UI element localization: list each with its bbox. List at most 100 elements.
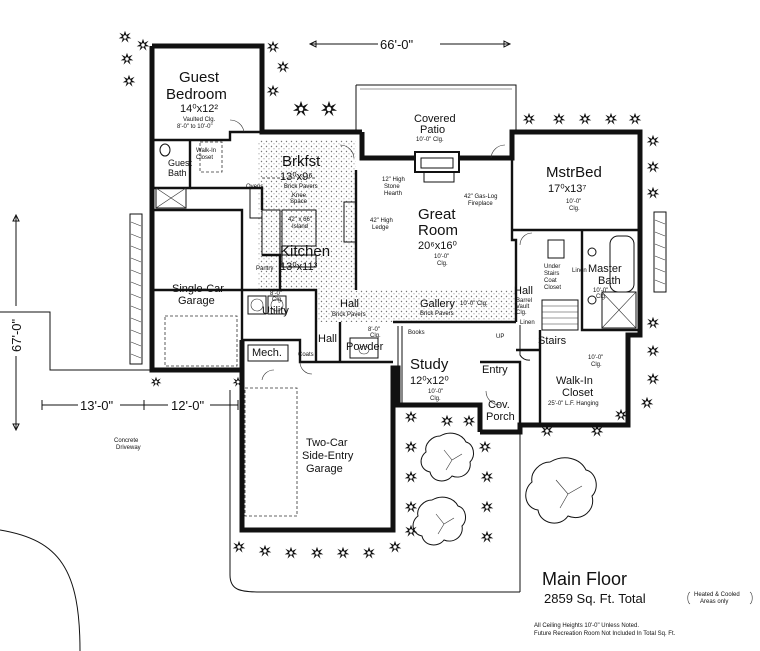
- mstr-bed-size: 17⁰x13⁷: [548, 183, 586, 195]
- entry-label: Entry: [482, 364, 508, 376]
- utility-note-2: Clg.: [272, 297, 283, 303]
- footer-sqft: 2859 Sq. Ft. Total: [544, 591, 646, 606]
- walkin-closet-name-2: Closet: [562, 387, 593, 399]
- room-labels: Guest Bedroom 14⁰x12² Vaulted Clg. 8'-0"…: [114, 69, 622, 475]
- hall-1-note: Brick Pavers: [332, 312, 366, 318]
- pantry-label: Pantry: [256, 266, 273, 272]
- single-garage-name: Single-Car: [172, 283, 224, 295]
- dim-left-a: 13'-0": [80, 398, 114, 413]
- coats-label: Coats: [298, 352, 314, 358]
- linen-label: Linen: [572, 268, 587, 274]
- cov-porch-name-2: Porch: [486, 411, 515, 423]
- island-line-2: Island: [292, 224, 308, 230]
- great-room-size: 20⁶x16⁰: [418, 240, 457, 252]
- great-room-name: Great: [418, 206, 456, 223]
- kitchen-size: 13⁰x11³: [280, 261, 318, 273]
- linen-label-2: Linen: [520, 320, 535, 326]
- footer-heated-2: Areas only: [700, 599, 728, 605]
- books-label: Books: [408, 330, 425, 336]
- utility-note: 8'-0": [270, 291, 282, 297]
- guest-bedroom-size: 14⁰x12²: [180, 103, 218, 115]
- brkfst-name: Brkfst: [282, 153, 321, 170]
- kitchen-fixtures: [249, 177, 357, 268]
- great-room-note-2: Clg.: [437, 261, 448, 267]
- dim-left-b: 12'-0": [171, 398, 205, 413]
- covered-patio-outline: [355, 84, 517, 132]
- master-bath-name: Master: [588, 263, 622, 275]
- kitchen-name: Kitchen: [280, 243, 330, 260]
- footer-title: Main Floor: [542, 569, 627, 589]
- hall-3-label: Hall: [318, 333, 337, 345]
- powder-note: 8'-0": [368, 327, 380, 333]
- hall-2-note-3: Clg.: [516, 310, 527, 316]
- great-room-note: 10'-0": [434, 254, 449, 260]
- walkin-clg: 10'-0": [588, 355, 603, 361]
- driveway-name: Concrete: [114, 438, 139, 444]
- study-size: 12⁰x12⁰: [410, 375, 449, 387]
- tree: [420, 432, 474, 482]
- guest-bedroom-note-2: 8'-0" to 10'-0": [177, 124, 213, 130]
- footer-heated: Heated & Cooled: [694, 592, 740, 598]
- study-shelves: [397, 326, 403, 404]
- hearth-line-1: 12" High: [382, 177, 405, 183]
- under-stairs-4: Closet: [544, 285, 561, 291]
- tree: [412, 496, 466, 546]
- two-car-name: Two-Car: [306, 437, 348, 449]
- walkin-closet-note: 25'-0" L.F. Hanging: [548, 401, 599, 407]
- powder-note-2: Clg.: [370, 333, 381, 339]
- cov-porch-name: Cov.: [488, 399, 510, 411]
- single-garage-name-2: Garage: [178, 295, 215, 307]
- driveway-name-2: Driveway: [116, 445, 141, 451]
- island-line-1: 42" x 66": [288, 217, 312, 223]
- guest-bedroom-name-2: Bedroom: [166, 86, 227, 103]
- two-car-name-3: Garage: [306, 463, 343, 475]
- guest-bedroom-note: Vaulted Clg.: [183, 117, 216, 123]
- two-car-name-2: Side-Entry: [302, 450, 354, 462]
- under-stairs-3: Coat: [544, 278, 557, 284]
- mech-label: Mech.: [252, 347, 282, 359]
- utility-name: Utility: [262, 305, 289, 317]
- master-bath-name-2: Bath: [598, 275, 621, 287]
- walkin-closet-name: Walk-In: [556, 375, 593, 387]
- fireplace-line-1: 42" Gas-Log: [464, 194, 497, 200]
- gallery-note-2: Brick Pavers: [420, 311, 454, 317]
- brkfst-size: 13⁰x9⁶: [280, 171, 313, 183]
- fireplace: [414, 151, 460, 183]
- guest-bedroom-name: Guest: [179, 69, 220, 86]
- great-room-name-2: Room: [418, 222, 458, 239]
- stairs-label: Stairs: [538, 335, 567, 347]
- mstr-bed-note-2: Clg.: [569, 206, 580, 212]
- up-label: UP: [496, 334, 504, 340]
- trees: [412, 432, 597, 546]
- hearth-line-2: Stone: [384, 184, 400, 190]
- footer-note-1: All Ceiling Heights 10'-0" Unless Noted.: [534, 623, 639, 629]
- study-note: 10'-0": [428, 389, 443, 395]
- stairs: [519, 299, 579, 361]
- powder-mech-fixtures: [247, 337, 379, 362]
- patio-note: 10'-0" Clg.: [416, 137, 444, 143]
- dimension-labels: 66'-0" 67'-0" 13'-0" 12'-0": [9, 37, 414, 413]
- guest-bath-fixtures: [155, 141, 223, 209]
- paver-areas: [258, 140, 516, 322]
- gallery-note: 10'-0" Clg.: [460, 301, 488, 307]
- master-bath-fixtures: [547, 235, 637, 329]
- plan-footer: Main Floor 2859 Sq. Ft. Total Heated & C…: [534, 569, 753, 637]
- footer-note-2: Future Recreation Room Not Included In T…: [534, 631, 676, 637]
- powder-name: Powder: [346, 341, 384, 353]
- garage-dashed-outline: [164, 315, 298, 517]
- patio-name: Covered: [414, 113, 456, 125]
- walkin-small-name: Walk-In: [196, 148, 216, 154]
- ledge-line-1: 42" High: [370, 218, 393, 224]
- door-swings: [229, 119, 533, 406]
- utility-fixtures: [247, 295, 287, 315]
- dim-width: 66'-0": [380, 37, 414, 52]
- guest-bath-name-2: Bath: [168, 168, 187, 178]
- exterior-walls: [149, 43, 643, 533]
- hearth-line-3: Hearth: [384, 191, 402, 197]
- left-hedge: [129, 211, 667, 365]
- dimension-lines: [12, 40, 512, 432]
- knee-line-1: Knee: [292, 193, 307, 199]
- mstr-bed-name: MstrBed: [546, 164, 602, 181]
